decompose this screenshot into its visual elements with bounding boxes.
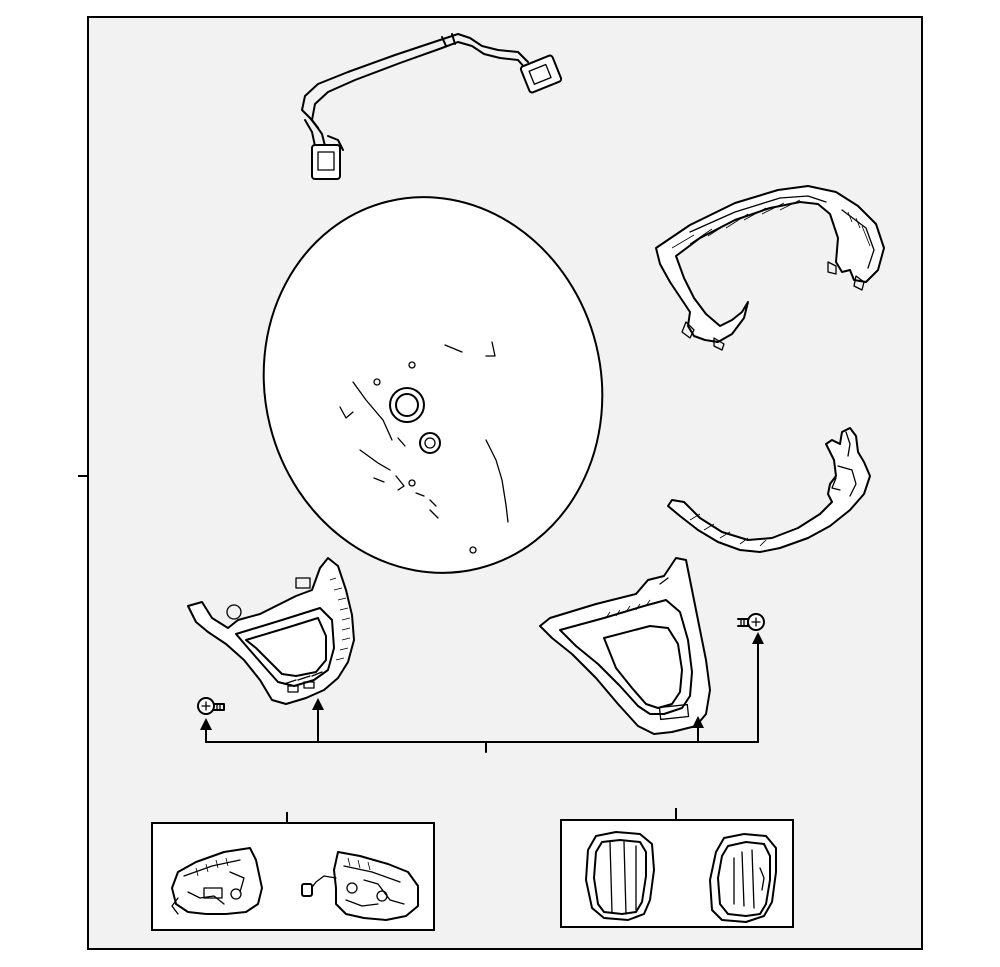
right-switch-assembly (302, 852, 418, 920)
upper-trim-cover (656, 186, 884, 350)
right-switch-bezel (540, 558, 710, 734)
right-screw (738, 614, 764, 630)
left-screw (198, 698, 224, 714)
arrow-left-bezel (312, 698, 324, 710)
arrow-right-screw (752, 632, 764, 644)
arrow-left-screw (200, 718, 212, 730)
left-switch-assembly (172, 848, 262, 914)
left-paddle-button (586, 832, 654, 920)
steering-wheel (224, 161, 641, 609)
arrow-right-bezel (692, 716, 704, 728)
leader-lines (200, 632, 764, 752)
wiring-harness (302, 34, 562, 179)
connector-left (312, 145, 340, 179)
left-switch-bezel (188, 558, 354, 704)
lower-trim-cover (668, 428, 870, 552)
connector-right (520, 55, 562, 94)
right-paddle-button (710, 834, 776, 922)
